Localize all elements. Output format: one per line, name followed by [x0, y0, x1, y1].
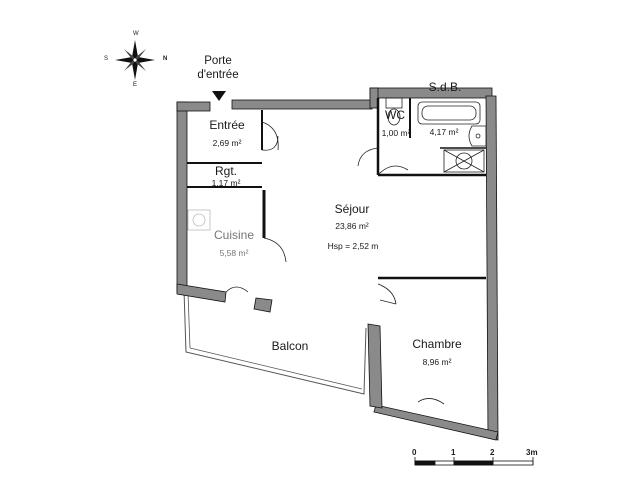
compass-south-label: S — [104, 56, 109, 62]
room-cuisine-area: 5,58 m² — [219, 248, 249, 258]
entrance-arrow-icon — [212, 91, 226, 101]
compass-north-label: N — [163, 56, 168, 62]
technical-box — [443, 149, 485, 173]
kitchen-fixture — [187, 209, 211, 231]
room-sejour-name: Séjour — [334, 202, 370, 216]
compass-west-label: W — [133, 31, 139, 37]
scale-bar — [414, 457, 534, 466]
room-entree-name: Entrée — [209, 118, 245, 132]
room-wc-name: WC — [385, 108, 405, 122]
exterior-walls — [176, 87, 499, 441]
scale-label-3: 3m — [526, 448, 538, 457]
balcony-railing — [189, 347, 363, 390]
room-sejour-area: 23,86 m² — [335, 221, 369, 231]
compass-rose-icon — [115, 40, 155, 80]
balcony-outline — [183, 289, 367, 395]
room-sdb-area: 4,17 m² — [429, 127, 459, 137]
sink — [468, 125, 487, 147]
entrance-label: Porte d'entrée — [188, 54, 248, 82]
room-rgt-name: Rgt. — [214, 164, 237, 178]
door-swings — [225, 121, 445, 405]
scale-label-1: 1 — [451, 448, 456, 457]
wc-fixture — [385, 97, 403, 126]
entrance-label-line1: Porte — [204, 55, 232, 67]
scale-label-0: 0 — [412, 448, 417, 457]
interior-walls — [187, 98, 486, 280]
room-chambre-area: 8,96 m² — [422, 357, 452, 367]
scale-label-2: 2 — [490, 448, 495, 457]
room-sdb-name: S.d.B. — [428, 80, 462, 94]
bathtub — [417, 101, 481, 125]
room-entree-area: 2,69 m² — [212, 138, 242, 148]
room-cuisine-name: Cuisine — [213, 228, 255, 242]
room-sejour-height: Hsp = 2,52 m — [327, 241, 379, 251]
room-wc-area: 1,00 m² — [381, 128, 411, 138]
room-rgt-area: 1,17 m² — [211, 178, 241, 188]
compass-east-label: E — [133, 82, 138, 88]
entrance-label-line2: d'entrée — [197, 69, 239, 81]
balcony-railing — [187, 292, 191, 349]
room-chambre-name: Chambre — [412, 337, 462, 351]
room-balcon-name: Balcon — [271, 339, 309, 353]
